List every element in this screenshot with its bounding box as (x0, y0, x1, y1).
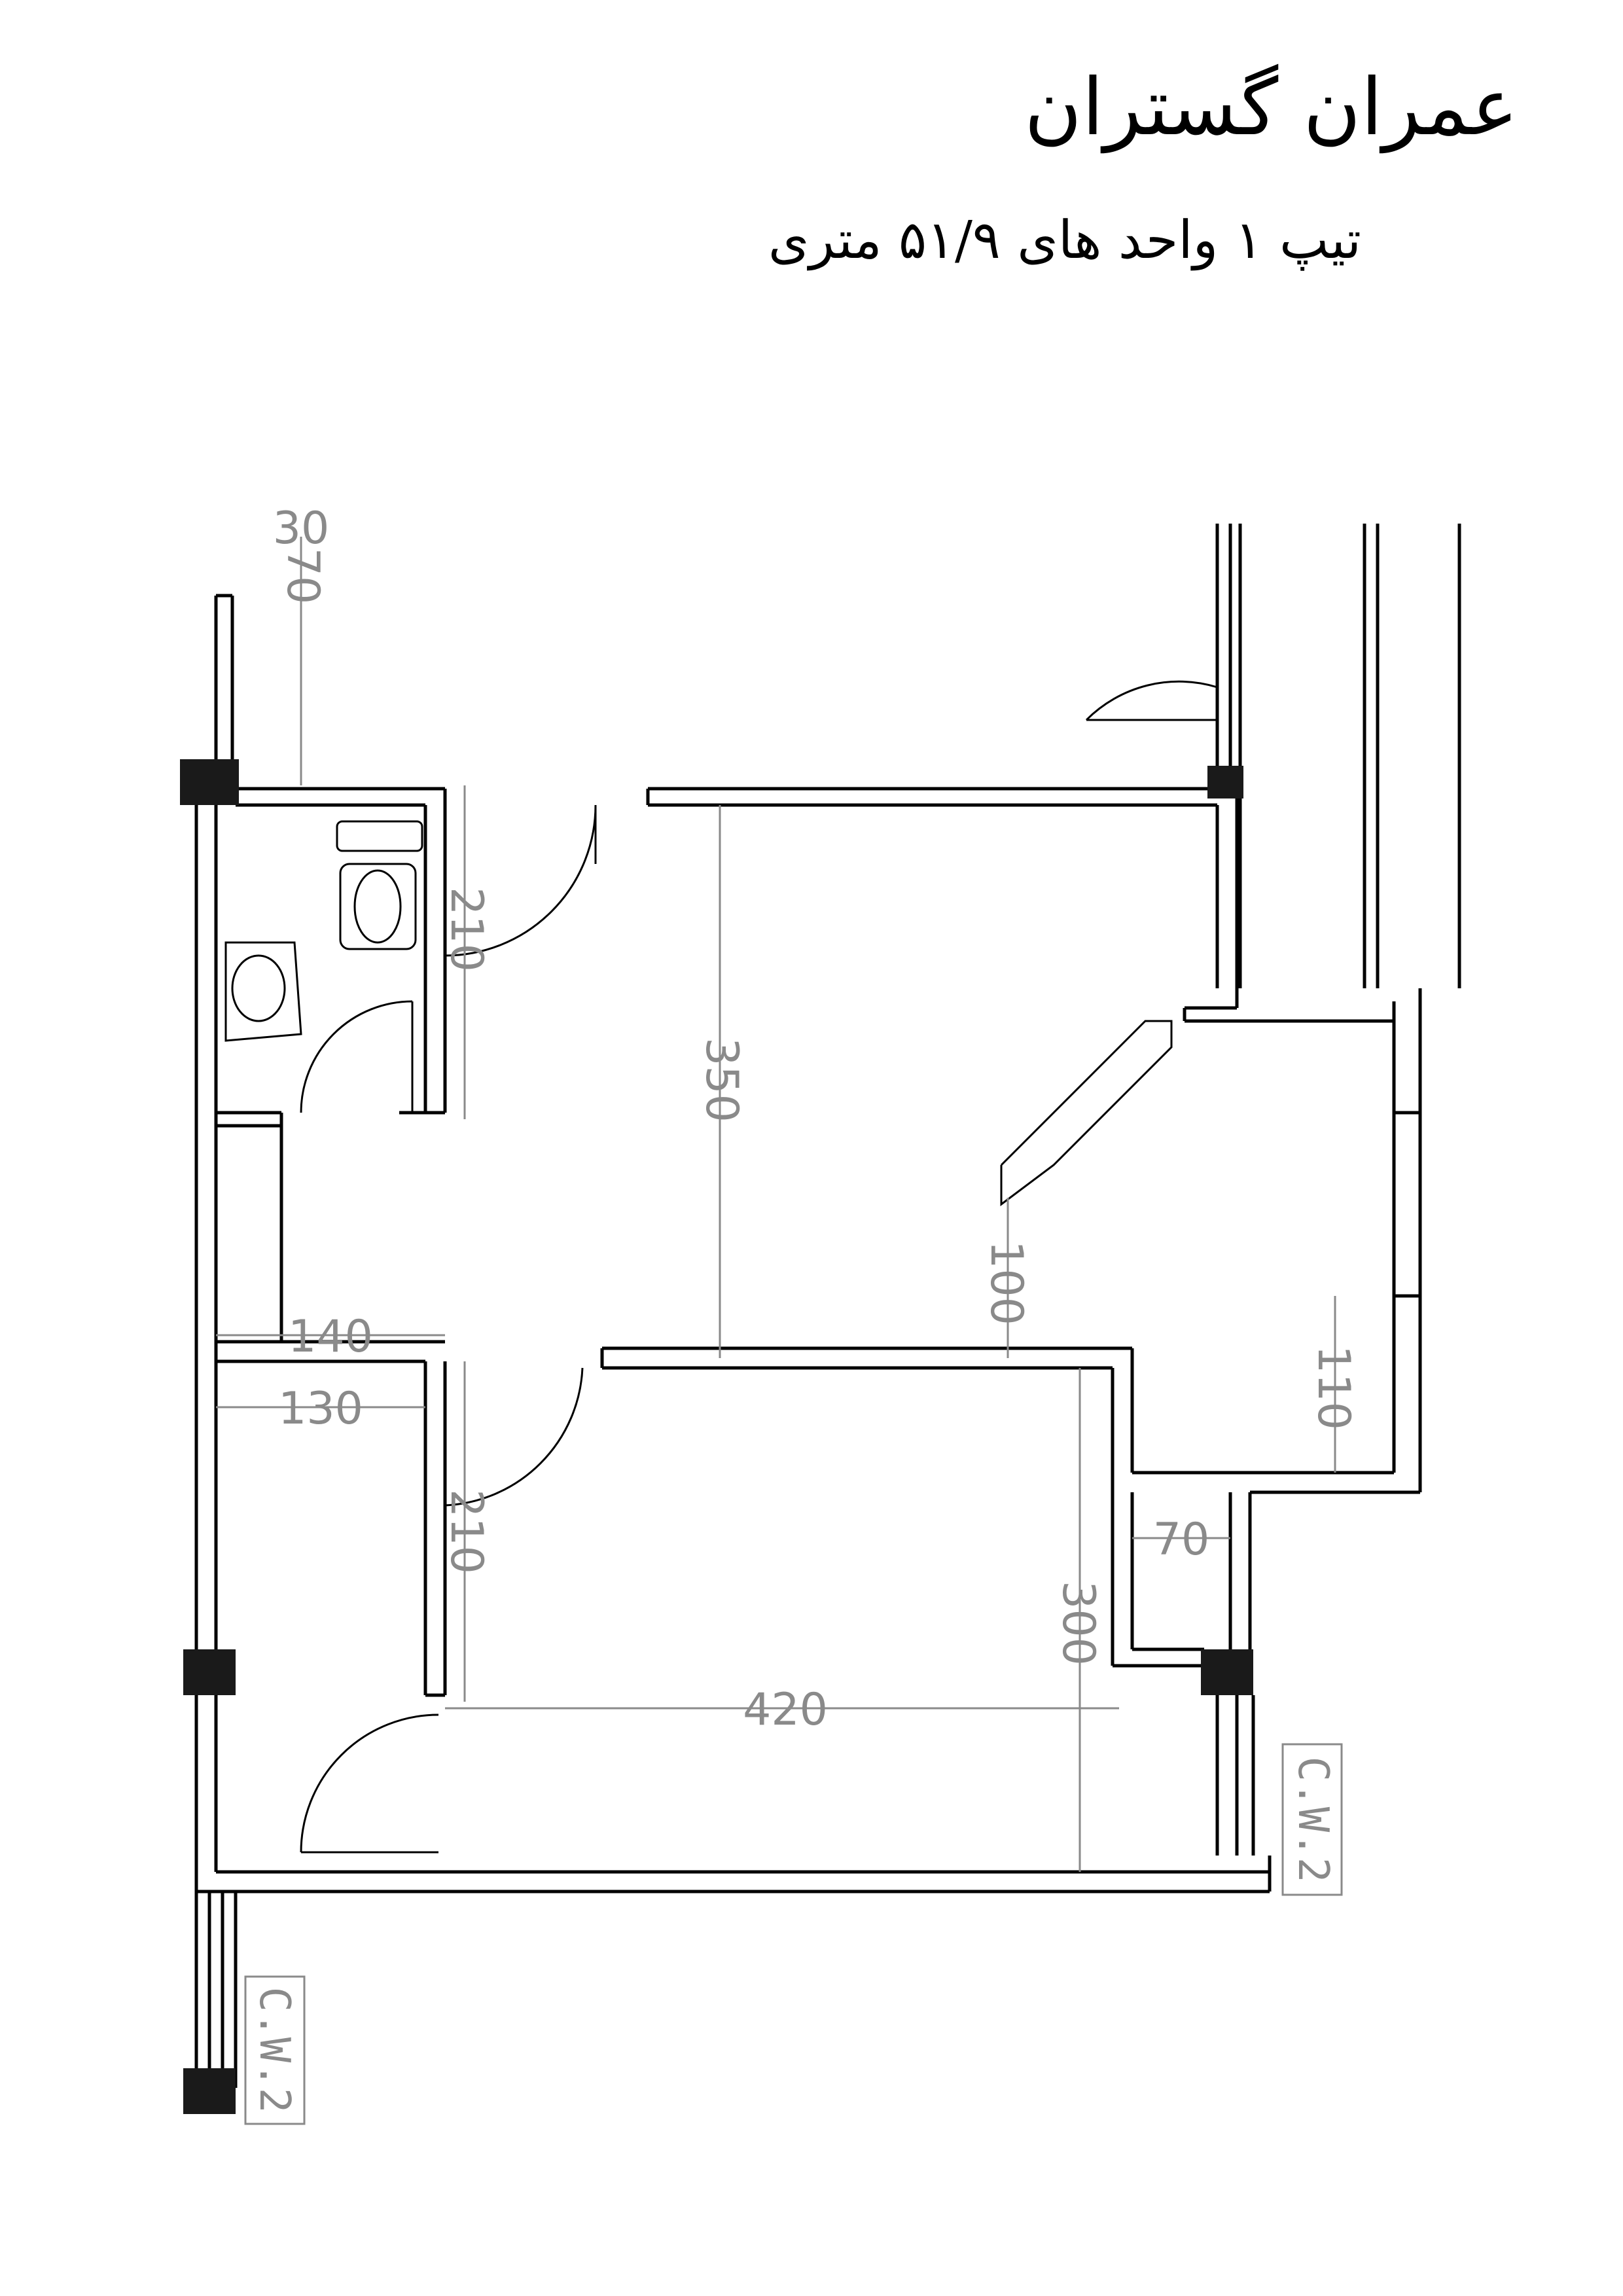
dim-110: 110 (1308, 1345, 1359, 1430)
dim-420: 420 (743, 1684, 828, 1736)
dim-300: 300 (1052, 1581, 1104, 1666)
dim-350: 350 (696, 1037, 747, 1122)
dimension-lines (216, 537, 1336, 1872)
window-tag-left: C.W.2 (250, 1987, 298, 2113)
column (1207, 766, 1243, 798)
page-title: عمران گستران (1024, 62, 1518, 153)
dim-130: 130 (278, 1383, 363, 1435)
dimension-labels: 210 350 100 110 140 130 210 70 300 420 7… (273, 503, 1359, 1736)
walls (194, 524, 1461, 2088)
sink-fixture (224, 941, 302, 1042)
column (183, 1649, 236, 1695)
doors (300, 680, 1218, 1854)
column (1201, 1649, 1253, 1695)
columns (180, 759, 1253, 2114)
dim-210-top: 210 (440, 887, 492, 972)
toilet-fixture (336, 820, 423, 950)
dim-70-top: 70 (277, 548, 329, 605)
dim-30-top: 30 (273, 503, 330, 554)
dim-70: 70 (1153, 1514, 1210, 1566)
window-tags: C.W.2 C.W.2 (244, 1743, 1343, 2125)
page-subtitle: تیپ ۱ واحد های ۵۱/۹ متری (768, 209, 1361, 270)
dim-210-bottom: 210 (440, 1489, 492, 1574)
column (180, 759, 239, 805)
window-tag-right: C.W.2 (1289, 1757, 1337, 1883)
column (183, 2068, 236, 2114)
dim-140: 140 (288, 1311, 373, 1363)
dim-100: 100 (980, 1240, 1032, 1325)
